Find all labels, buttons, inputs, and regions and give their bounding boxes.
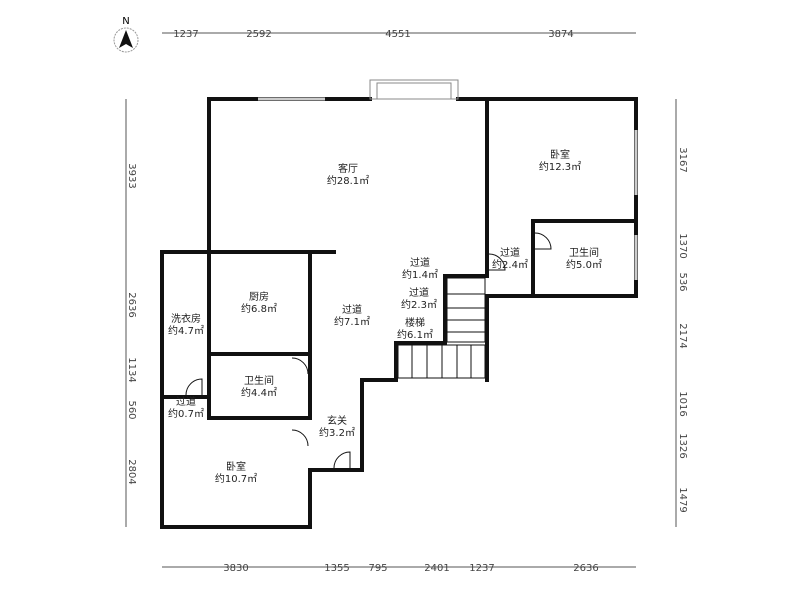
doors xyxy=(185,232,552,469)
room-name: 卧室 xyxy=(550,148,570,161)
dim-top-label: 4551 xyxy=(385,29,410,40)
dim-bottom-label: 2636 xyxy=(573,563,598,574)
room-area: 约6.8㎡ xyxy=(241,302,277,315)
dim-bottom-label: 1237 xyxy=(469,563,494,574)
dim-left-label: 3933 xyxy=(126,163,137,188)
north-arrow-icon xyxy=(113,27,139,53)
room-area: 约0.7㎡ xyxy=(168,407,204,420)
room-area: 约7.1㎡ xyxy=(334,315,370,328)
dimension-lines xyxy=(125,32,677,568)
room-name: 卫生间 xyxy=(569,246,599,259)
windows xyxy=(258,79,638,280)
room-area: 约4.7㎡ xyxy=(168,324,204,337)
room-area: 约1.4㎡ xyxy=(402,268,438,281)
room-area: 约28.1㎡ xyxy=(327,174,369,187)
walls xyxy=(160,97,638,529)
room-area: 约12.3㎡ xyxy=(539,160,581,173)
dim-left-label: 2804 xyxy=(126,459,137,484)
dim-right-label: 1016 xyxy=(677,391,688,416)
room-area: 约5.0㎡ xyxy=(566,258,602,271)
dim-right-label: 1370 xyxy=(677,233,688,258)
room-name: 过道 xyxy=(410,256,430,269)
dim-bottom-label: 1355 xyxy=(324,563,349,574)
dim-left-label: 2636 xyxy=(126,292,137,317)
room-name: 卧室 xyxy=(226,460,246,473)
room-area: 约10.7㎡ xyxy=(215,472,257,485)
compass-label: N xyxy=(122,16,129,27)
room-name: 楼梯 xyxy=(405,316,425,329)
dim-right-label: 1479 xyxy=(677,487,688,512)
dim-top-label: 2592 xyxy=(246,29,271,40)
room-name: 卫生间 xyxy=(244,374,274,387)
dim-bottom-label: 2401 xyxy=(424,563,449,574)
dim-bottom-label: 795 xyxy=(368,563,387,574)
room-name: 过道 xyxy=(500,246,520,259)
room-name: 过道 xyxy=(176,395,196,408)
dim-right-label: 2174 xyxy=(677,323,688,348)
dim-right-label: 3167 xyxy=(677,147,688,172)
room-name: 过道 xyxy=(409,286,429,299)
dim-top-label: 3874 xyxy=(548,29,573,40)
room-area: 约2.4㎡ xyxy=(492,258,528,271)
dim-bottom-label: 3830 xyxy=(223,563,248,574)
dim-right-label: 1326 xyxy=(677,433,688,458)
dim-right-label: 536 xyxy=(677,272,688,291)
dim-top-label: 1237 xyxy=(173,29,198,40)
room-name: 客厅 xyxy=(338,162,358,175)
room-name: 厨房 xyxy=(249,290,269,303)
room-area: 约3.2㎡ xyxy=(319,426,355,439)
room-name: 过道 xyxy=(342,303,362,316)
dim-left-label: 1134 xyxy=(126,357,137,382)
room-area: 约6.1㎡ xyxy=(397,328,433,341)
room-area: 约2.3㎡ xyxy=(401,298,437,311)
room-name: 玄关 xyxy=(327,414,347,427)
dim-left-label: 560 xyxy=(126,400,137,419)
room-area: 约4.4㎡ xyxy=(241,386,277,399)
stairs xyxy=(397,277,486,379)
compass: N xyxy=(113,16,139,53)
room-name: 洗衣房 xyxy=(171,312,201,325)
